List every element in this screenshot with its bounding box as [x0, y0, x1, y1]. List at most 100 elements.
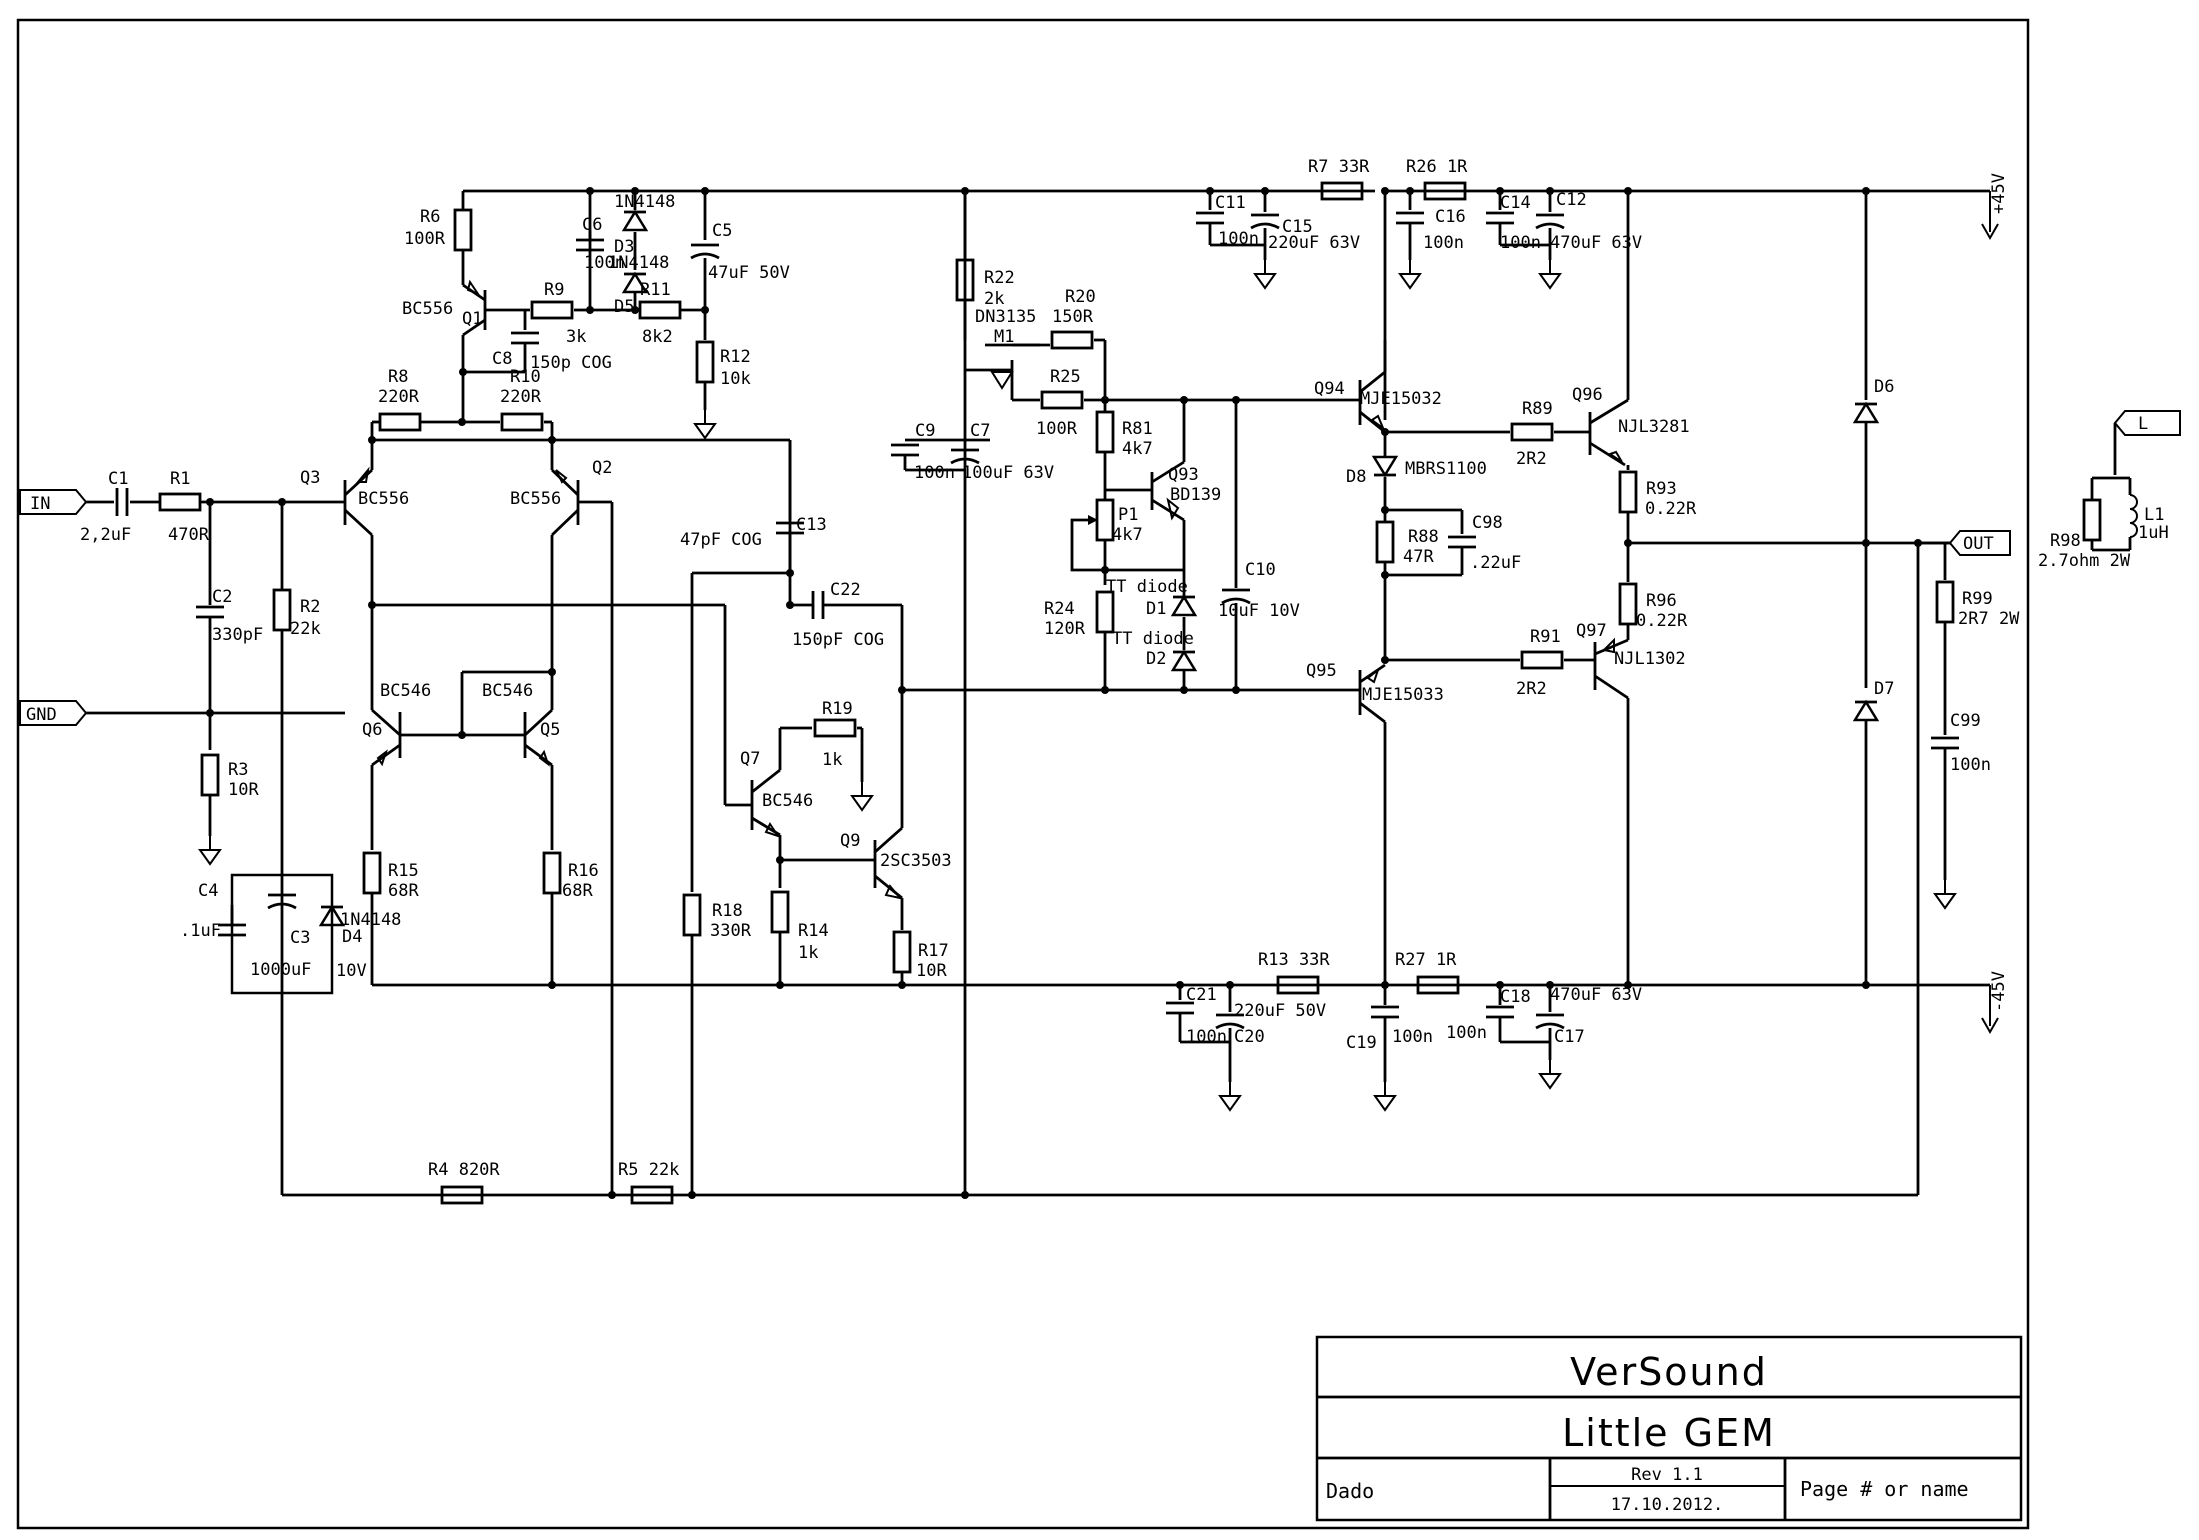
- out-port[interactable]: OUT: [1948, 530, 2011, 556]
- label-c98v: .22uF: [1470, 553, 1521, 573]
- label-c14: C14: [1500, 193, 1531, 213]
- label-m1v: DN3135: [975, 307, 1036, 327]
- label-c6v: 100n: [584, 253, 625, 273]
- label-d1: D1: [1146, 599, 1166, 619]
- label-q1: Q1: [462, 309, 482, 329]
- label-c2: C2: [212, 587, 232, 607]
- capacitor-icon: [115, 486, 129, 518]
- label-c8: C8: [492, 349, 512, 369]
- label-c7: C7: [970, 421, 990, 441]
- label-r99v: 2R7 2W: [1958, 609, 2020, 629]
- label-d4v2: 10V: [336, 961, 367, 981]
- label-p1v: 4k7: [1112, 525, 1143, 545]
- label-r10v: 220R: [500, 387, 542, 407]
- label-r3v: 10R: [228, 780, 259, 800]
- label-q3v: BC556: [358, 489, 409, 509]
- label-c13v: 47pF COG: [680, 530, 762, 550]
- label-r13: R13 33R: [1258, 950, 1330, 970]
- label-q6: Q6: [362, 720, 382, 740]
- label-c21: C21: [1186, 985, 1217, 1005]
- label-q9: Q9: [840, 831, 860, 851]
- label-r6v: 100R: [404, 229, 446, 249]
- label-q1v: BC556: [402, 299, 453, 319]
- transistor-q3: [343, 466, 373, 537]
- label-r20v: 150R: [1052, 307, 1094, 327]
- resistor-icon: [158, 492, 202, 512]
- label-q96v: NJL3281: [1618, 417, 1690, 437]
- label-c10: C10: [1245, 560, 1276, 580]
- label-r15: R15: [388, 861, 419, 881]
- label-r2: R2: [300, 597, 320, 617]
- label-d4: D4: [342, 927, 362, 947]
- label-r18: R18: [712, 901, 743, 921]
- label-r9: R9: [544, 280, 564, 300]
- label-q94: Q94: [1314, 379, 1345, 399]
- label-r96: R96: [1646, 591, 1677, 611]
- label-c5: C5: [712, 221, 732, 241]
- label-r81v: 4k7: [1122, 439, 1153, 459]
- label-r96v: 0.22R: [1636, 611, 1688, 631]
- label-d2: D2: [1146, 649, 1166, 669]
- label-q3: Q3: [300, 468, 320, 488]
- label-r15v: 68R: [388, 881, 419, 901]
- label-r12v: 10k: [720, 369, 751, 389]
- label-r2v: 22k: [290, 619, 321, 639]
- label-r19v: 1k: [822, 750, 842, 770]
- label-c18: C18: [1500, 987, 1531, 1007]
- label-r18v: 330R: [710, 921, 752, 941]
- label-c9v: 100n: [914, 463, 955, 483]
- label-r8: R8: [388, 367, 408, 387]
- label-c2v: 330pF: [212, 625, 263, 645]
- label-r91v: 2R2: [1516, 679, 1547, 699]
- label-d6: D6: [1874, 377, 1894, 397]
- sheet-border: [16, 18, 2030, 1530]
- label-r88: R88: [1408, 527, 1439, 547]
- label-r19: R19: [822, 699, 853, 719]
- label-c4: C4: [198, 881, 218, 901]
- revision: Rev 1.1: [1631, 1465, 1703, 1485]
- label-r7: R7 33R: [1308, 157, 1370, 177]
- author-name: Dado: [1326, 1479, 1374, 1503]
- l-port[interactable]: L: [2113, 410, 2181, 436]
- label-c98: C98: [1472, 513, 1503, 533]
- gnd-port-label: GND: [26, 705, 57, 725]
- label-l1v: 1uH: [2138, 523, 2169, 543]
- label-q7v: BC546: [762, 791, 813, 811]
- label-r1: R1: [170, 469, 190, 489]
- label-q6v: BC546: [380, 681, 431, 701]
- label-d7: D7: [1874, 679, 1894, 699]
- label-c3v: 1000uF: [250, 960, 311, 980]
- label-p1: P1: [1118, 505, 1138, 525]
- negative-rail: [372, 983, 1999, 1035]
- label-r27: R27 1R: [1395, 950, 1457, 970]
- label-neg_rail: -45V: [1989, 971, 2009, 1012]
- label-c6: C6: [582, 215, 602, 235]
- label-r17: R17: [918, 941, 949, 961]
- label-d5v: 1N4148: [608, 253, 669, 273]
- label-q5: Q5: [540, 720, 560, 740]
- label-c11: C11: [1215, 193, 1246, 213]
- company-name: VerSound: [1570, 1350, 1768, 1394]
- label-r3: R3: [228, 760, 248, 780]
- label-q2v: BC556: [510, 489, 561, 509]
- label-c12: C12: [1556, 190, 1587, 210]
- label-d8: D8: [1346, 467, 1366, 487]
- label-c18v: 100n: [1446, 1023, 1487, 1043]
- label-c15: C15: [1282, 217, 1313, 237]
- label-r93v: 0.22R: [1645, 499, 1697, 519]
- label-d2v: TT diode: [1112, 629, 1194, 649]
- label-c9: C9: [915, 421, 935, 441]
- label-r14: R14: [798, 921, 829, 941]
- label-r24: R24: [1044, 599, 1075, 619]
- label-r22: R22: [984, 268, 1015, 288]
- title-block: VerSound Little GEM Dado Rev 1.1 17.10.2…: [1315, 1335, 2023, 1522]
- label-r11v: 8k2: [642, 327, 673, 347]
- label-r22v: 2k: [984, 289, 1004, 309]
- label-c8v: 150p COG: [530, 353, 612, 373]
- input-port[interactable]: IN: [19, 489, 88, 515]
- gnd-port[interactable]: GND: [19, 700, 88, 726]
- label-c20: C20: [1234, 1027, 1265, 1047]
- label-c5v: 47uF 50V: [708, 263, 790, 283]
- label-r24v: 120R: [1044, 619, 1086, 639]
